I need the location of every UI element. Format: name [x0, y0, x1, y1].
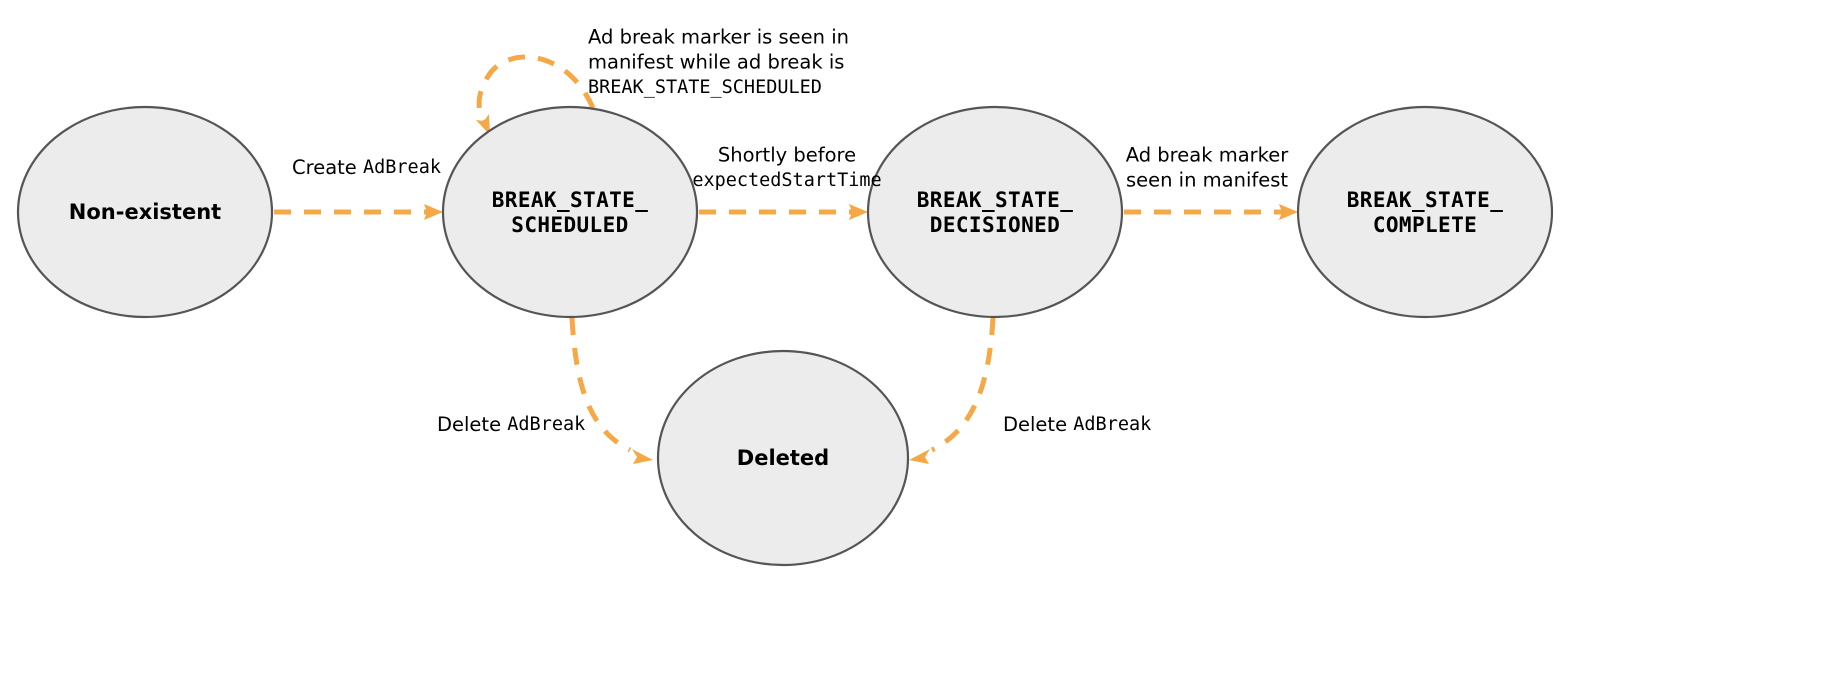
- node-break-state-decisioned-label-line2: DECISIONED: [930, 213, 1060, 237]
- edge-delete-from-scheduled-line: [569, 317, 632, 453]
- node-break-state-decisioned-label-line1: BREAK_STATE_: [917, 188, 1074, 212]
- node-break-state-scheduled-shape[interactable]: [441, 105, 699, 319]
- node-break-state-scheduled-label-line1: BREAK_STATE_: [492, 188, 649, 212]
- edge-delete-from-decisioned-line: [930, 317, 996, 453]
- edge-delete-from-scheduled: [569, 317, 653, 464]
- node-non-existent-label: Non-existent: [69, 200, 221, 224]
- edge-label-delete-from-scheduled: Delete AdBreak: [437, 413, 585, 436]
- edge-label-delete-from-decisioned: Delete AdBreak: [1003, 413, 1151, 436]
- edge-shortly-before-arrowhead: [849, 204, 868, 220]
- edge-label-delete-left-prefix: Delete: [437, 413, 507, 436]
- node-break-state-complete-label-line2: COMPLETE: [1373, 213, 1477, 237]
- svg-text:Delete AdBreak: Delete AdBreak: [437, 413, 585, 436]
- edge-self-loop-line: [476, 54, 596, 124]
- edge-marker-seen-arrowhead: [1279, 204, 1298, 220]
- edge-self-loop-marker-seen: [476, 54, 596, 135]
- node-deleted-shape[interactable]: [656, 349, 910, 567]
- edge-label-delete-right-prefix: Delete: [1003, 413, 1073, 436]
- node-deleted-label: Deleted: [737, 446, 829, 470]
- edge-label-create-prefix: Create: [292, 156, 363, 179]
- edge-label-shortly-before: Shortly before expectedStartTime: [692, 144, 881, 192]
- edge-label-self-loop: Ad break marker is seen in manifest whil…: [588, 26, 849, 99]
- edge-delete-from-decisioned-arrowhead: [909, 449, 930, 464]
- node-non-existent[interactable]: Non-existent: [16, 105, 274, 319]
- node-non-existent-shape[interactable]: [16, 105, 274, 319]
- edge-delete-from-scheduled-arrowhead: [632, 449, 653, 464]
- edge-label-marker-line1: Ad break marker: [1126, 144, 1290, 167]
- node-break-state-complete-label-line1: BREAK_STATE_: [1347, 188, 1504, 212]
- edge-label-self-loop-line1: Ad break marker is seen in: [588, 26, 849, 49]
- edge-self-loop-arrowhead: [476, 114, 490, 135]
- svg-text:Create AdBreak: Create AdBreak: [292, 156, 441, 179]
- edge-label-marker-seen: Ad break marker seen in manifest: [1126, 144, 1290, 192]
- node-break-state-decisioned-shape[interactable]: [866, 105, 1124, 319]
- node-break-state-complete-shape[interactable]: [1296, 105, 1554, 319]
- edge-create-adbreak: [274, 204, 443, 220]
- edge-label-shortly-line2: expectedStartTime: [692, 170, 881, 191]
- svg-text:Delete AdBreak: Delete AdBreak: [1003, 413, 1151, 436]
- edge-label-self-loop-line2: manifest while ad break is: [588, 51, 844, 74]
- edge-label-create-mono: AdBreak: [363, 157, 441, 178]
- edge-shortly-before: [699, 204, 868, 220]
- edge-label-marker-line2: seen in manifest: [1126, 169, 1288, 192]
- edge-label-create-adbreak: Create AdBreak: [292, 156, 441, 179]
- edge-label-delete-right-mono: AdBreak: [1073, 414, 1151, 435]
- edge-marker-seen-in-manifest: [1124, 204, 1298, 220]
- node-break-state-scheduled[interactable]: BREAK_STATE_ SCHEDULED: [441, 105, 699, 319]
- edge-label-self-loop-line3: BREAK_STATE_SCHEDULED: [588, 77, 822, 98]
- node-break-state-decisioned[interactable]: BREAK_STATE_ DECISIONED: [866, 105, 1124, 319]
- edge-label-delete-left-mono: AdBreak: [507, 414, 585, 435]
- node-deleted[interactable]: Deleted: [656, 349, 910, 567]
- edge-label-shortly-line1: Shortly before: [718, 144, 856, 167]
- node-break-state-scheduled-label-line2: SCHEDULED: [511, 213, 628, 237]
- edge-delete-from-decisioned: [909, 317, 996, 464]
- node-break-state-complete[interactable]: BREAK_STATE_ COMPLETE: [1296, 105, 1554, 319]
- edge-create-adbreak-arrowhead: [424, 204, 443, 220]
